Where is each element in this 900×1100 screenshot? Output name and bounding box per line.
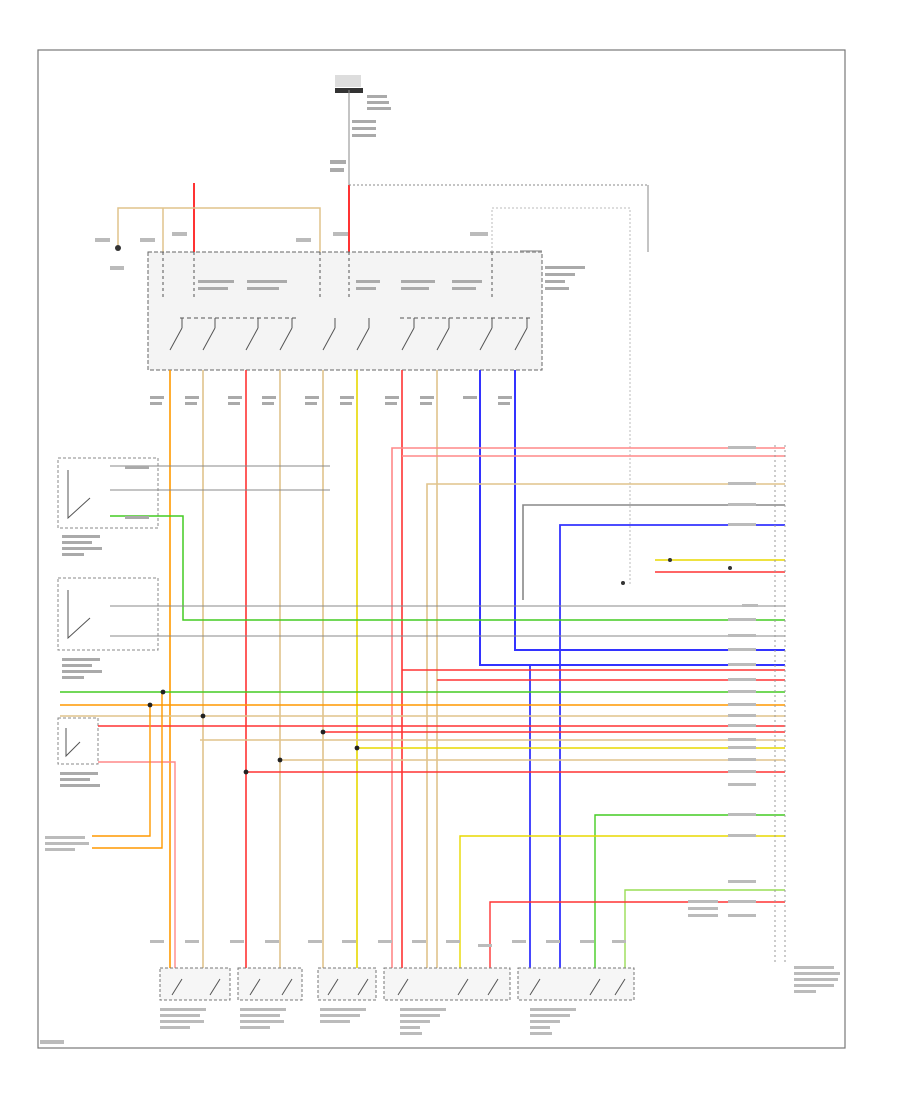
bottom-component-2 <box>237 967 303 1029</box>
feed-labels <box>330 95 391 172</box>
diagram-frame <box>37 49 846 1049</box>
switch-module <box>147 251 585 371</box>
module-contacts <box>169 317 530 351</box>
power-feed <box>193 75 649 252</box>
bottom-component-5 <box>517 967 635 1035</box>
left-switch-3 <box>57 717 785 968</box>
bottom-component-3 <box>317 967 377 1023</box>
junction-dots <box>147 689 360 775</box>
bottom-component-1 <box>159 967 231 1029</box>
footer-code <box>40 1040 64 1044</box>
right-connector <box>655 558 785 573</box>
left-switch-1 <box>57 457 785 621</box>
ground-point <box>115 245 121 251</box>
right-routing <box>491 207 631 585</box>
vertical-wires <box>169 370 785 970</box>
left-bottom-labels <box>45 836 89 851</box>
horizontal-bus <box>60 455 785 849</box>
bottom-pin-labels <box>150 940 626 947</box>
module-switch-labels <box>198 266 585 290</box>
module-pin-labels <box>150 396 512 405</box>
right-edge-connector <box>688 445 840 993</box>
bottom-component-4 <box>383 967 511 1035</box>
lower-right-wires <box>459 814 785 968</box>
left-switch-2 <box>57 577 785 679</box>
